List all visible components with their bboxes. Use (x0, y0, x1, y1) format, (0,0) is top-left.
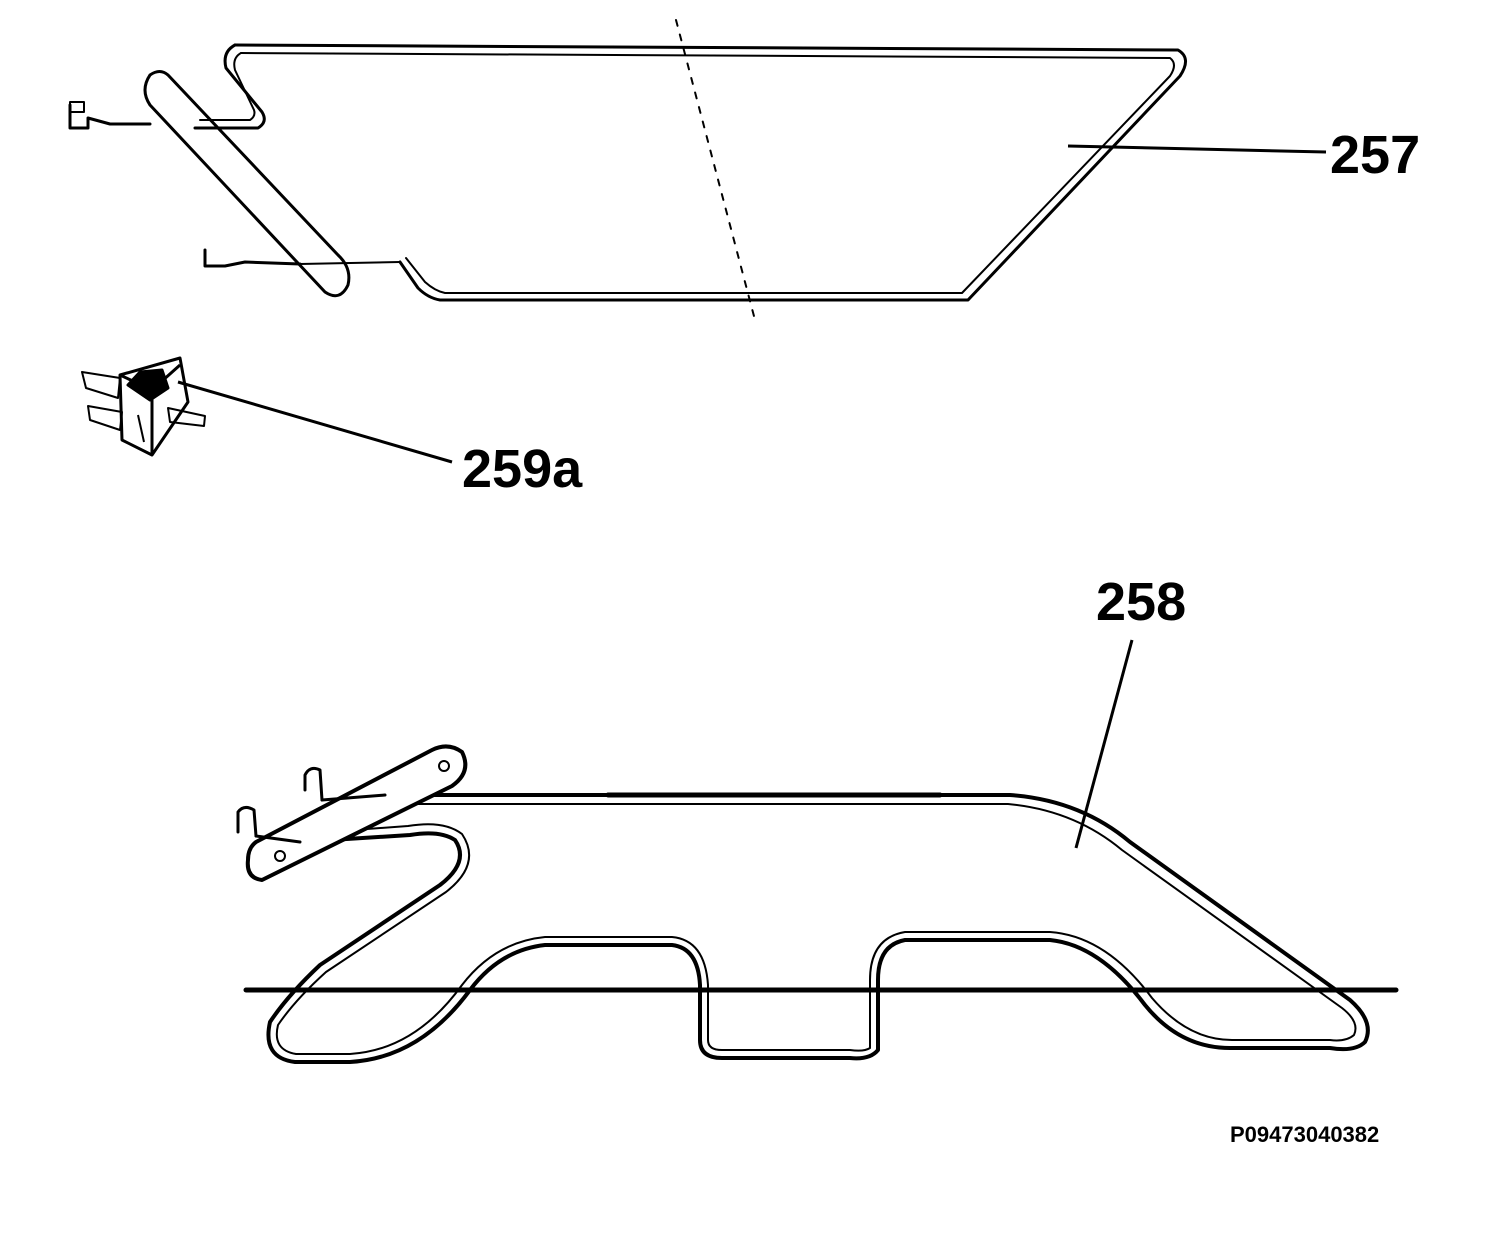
leader-line-257 (1067, 144, 1327, 154)
callout-label-258: 258 (1096, 572, 1187, 632)
leader-line-258 (1074, 639, 1134, 849)
terminal-connector-259a (81, 356, 206, 457)
callout-label-257: 257 (1330, 125, 1421, 185)
leader-line-259a (177, 380, 453, 464)
heating-element-258 (236, 744, 1399, 1064)
heating-element-257 (68, 19, 1187, 321)
callout-label-259a: 259a (462, 439, 583, 499)
drawing-code: P09473040382 (1230, 1122, 1380, 1147)
